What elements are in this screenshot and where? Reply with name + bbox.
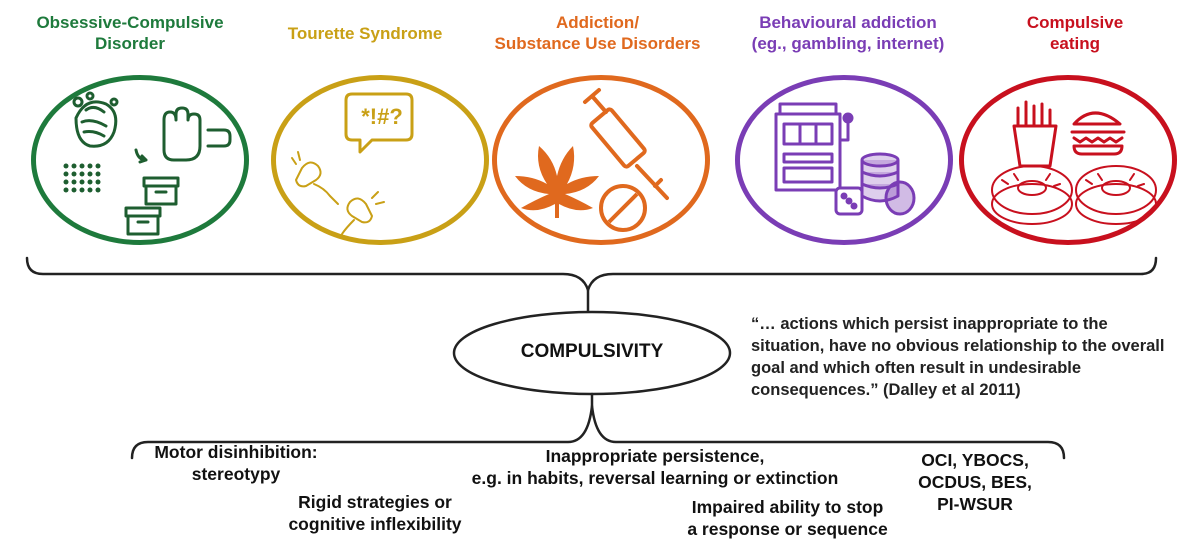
persistence-line1: Inappropriate persistence, bbox=[545, 446, 765, 466]
substance-circle bbox=[492, 75, 710, 245]
tourette-title: Tourette Syndrome bbox=[260, 23, 470, 44]
coins-icon bbox=[860, 152, 916, 216]
tourette-illustration: *!#? bbox=[291, 92, 414, 235]
speech-text: *!#? bbox=[361, 104, 403, 129]
substance-title-line1: Addiction/ bbox=[555, 13, 640, 32]
motor-disinhibition-label: Motor disinhibition: stereotypy bbox=[146, 441, 326, 485]
impaired-stop-label: Impaired ability to stop a response or s… bbox=[675, 496, 900, 540]
tourette-circle: *!#? bbox=[271, 75, 489, 245]
burger-icon bbox=[1070, 111, 1126, 156]
substance-title-line2: Substance Use Disorders bbox=[494, 34, 701, 53]
box-icon bbox=[124, 176, 180, 236]
eating-circle bbox=[959, 75, 1177, 245]
washing-hands-icon bbox=[72, 91, 119, 148]
stop-line2: a response or sequence bbox=[687, 519, 888, 539]
persistence-line2: e.g. in habits, reversal learning or ext… bbox=[471, 468, 839, 488]
ocd-title: Obsessive-Compulsive Disorder bbox=[10, 12, 250, 54]
motor-line1: Motor disinhibition: bbox=[154, 442, 318, 462]
syringe-icon bbox=[583, 88, 669, 200]
eating-title: Compulsive eating bbox=[990, 12, 1160, 54]
scales-line1: OCI, YBOCS, bbox=[921, 450, 1029, 470]
scales-line2: OCDUS, BES, bbox=[918, 472, 1032, 492]
gambling-illustration bbox=[774, 102, 916, 216]
slot-machine-icon bbox=[774, 102, 854, 192]
compulsivity-label: COMPULSIVITY bbox=[520, 341, 664, 362]
rigid-line2: cognitive inflexibility bbox=[288, 514, 462, 534]
ocd-title-line2: Disorder bbox=[95, 34, 165, 53]
scales-line3: PI-WSUR bbox=[937, 494, 1013, 514]
donut-icon bbox=[991, 165, 1157, 225]
ocd-title-line1: Obsessive-Compulsive bbox=[36, 13, 224, 32]
behavioural-title: Behavioural addiction (eg., gambling, in… bbox=[728, 12, 968, 54]
rigid-strategies-label: Rigid strategies or cognitive inflexibil… bbox=[280, 491, 470, 535]
behavioural-title-line2: (eg., gambling, internet) bbox=[751, 34, 945, 53]
behavioural-title-line1: Behavioural addiction bbox=[759, 13, 937, 32]
snapping-hand-icon bbox=[291, 151, 385, 235]
motor-line2: stereotypy bbox=[191, 464, 281, 484]
dice-icon bbox=[834, 186, 864, 216]
eating-title-line1: Compulsive bbox=[1026, 13, 1124, 32]
substance-title: Addiction/ Substance Use Disorders bbox=[475, 12, 720, 54]
fries-icon bbox=[1012, 100, 1058, 168]
stop-line1: Impaired ability to stop bbox=[691, 497, 884, 517]
dot-grid-icon bbox=[63, 163, 101, 193]
definition-quote: “… actions which persist inappropriate t… bbox=[751, 315, 1165, 399]
hand-lock-icon bbox=[162, 106, 232, 162]
inappropriate-persistence-label: Inappropriate persistence, e.g. in habit… bbox=[455, 445, 855, 489]
substance-illustration bbox=[515, 88, 669, 232]
ocd-circle bbox=[31, 75, 249, 245]
speech-bubble-icon: *!#? bbox=[344, 92, 414, 154]
behavioural-circle bbox=[735, 75, 953, 245]
rating-scales-label: OCI, YBOCS, OCDUS, BES, PI-WSUR bbox=[905, 449, 1045, 515]
bottom-brace bbox=[130, 404, 1066, 460]
rigid-line1: Rigid strategies or bbox=[298, 492, 452, 512]
eating-title-line2: eating bbox=[1049, 34, 1101, 53]
top-brace bbox=[25, 256, 1158, 292]
leaf-icon bbox=[515, 146, 599, 218]
ocd-illustration bbox=[63, 91, 232, 236]
pill-icon bbox=[599, 184, 647, 232]
food-illustration bbox=[991, 100, 1157, 225]
arrow-icon bbox=[134, 148, 148, 164]
tourette-title-line1: Tourette Syndrome bbox=[287, 24, 443, 43]
